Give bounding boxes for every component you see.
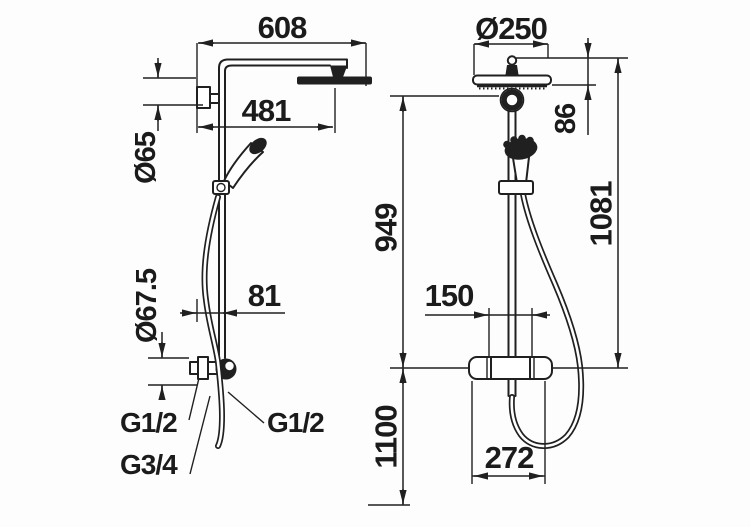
pipe-inner-line bbox=[224, 64, 331, 359]
dim-272: 272 bbox=[471, 381, 546, 484]
label-g34: G3/4 bbox=[120, 449, 178, 480]
dim-481-label: 481 bbox=[242, 93, 291, 128]
dim-81-label: 81 bbox=[248, 278, 281, 313]
shower-hose-side bbox=[201, 194, 226, 449]
valve-knob-highlight bbox=[225, 361, 234, 371]
dim-272-label: 272 bbox=[485, 440, 534, 475]
head-disc bbox=[472, 74, 552, 86]
wall-bracket bbox=[196, 86, 220, 109]
dim-949-label: 949 bbox=[369, 203, 404, 252]
leader-g12-left bbox=[188, 377, 200, 421]
dim-150: 150 bbox=[425, 278, 550, 356]
stem-ball bbox=[506, 55, 518, 66]
dim-481: 481 bbox=[198, 88, 336, 133]
dim-608-label: 608 bbox=[258, 10, 307, 45]
mixer-body bbox=[468, 356, 553, 380]
dim-1100: 1100 bbox=[368, 367, 628, 506]
dim-250: Ø250 bbox=[473, 11, 549, 75]
rail-slider-side bbox=[212, 180, 230, 195]
hand-shower-handle bbox=[512, 156, 530, 184]
dim-86-label: 86 bbox=[550, 103, 582, 134]
dim-86: 86 bbox=[516, 38, 628, 135]
thermostatic-mixer bbox=[468, 356, 553, 380]
dim-67-5-label: Ø67.5 bbox=[131, 268, 163, 343]
overhead-shower-side bbox=[297, 76, 372, 85]
dim-150-label: 150 bbox=[425, 278, 474, 313]
pivot-ring-outer bbox=[499, 87, 525, 113]
rail-slider-front bbox=[498, 180, 534, 195]
dim-65-label: Ø65 bbox=[130, 131, 162, 184]
hand-shower-cap bbox=[249, 137, 267, 155]
hand-shower-side bbox=[223, 137, 267, 189]
hose-inner bbox=[203, 195, 224, 448]
dim-1081: 1081 bbox=[584, 58, 622, 368]
hand-shower-body bbox=[223, 142, 264, 189]
pivot-ring bbox=[501, 89, 523, 111]
label-g12-left: G1/2 bbox=[120, 407, 177, 438]
left-view: 608 481 Ø65 Ø67.5 bbox=[120, 10, 372, 480]
label-g12-right: G1/2 bbox=[267, 407, 324, 438]
dim-1100-label: 1100 bbox=[369, 405, 404, 468]
slider-knob bbox=[216, 182, 226, 193]
dim-81: 81 bbox=[180, 278, 285, 322]
riser-pipe-and-arm bbox=[218, 58, 348, 359]
pipe-outer-line bbox=[218, 58, 348, 359]
head-connector bbox=[330, 65, 347, 77]
overhead-shower-front bbox=[472, 55, 552, 113]
bracket-arm bbox=[209, 93, 220, 104]
right-view: Ø250 86 1081 949 bbox=[368, 11, 628, 506]
dim-1081-label: 1081 bbox=[584, 181, 619, 247]
connection-labels: G1/2 G3/4 G1/2 bbox=[120, 377, 325, 480]
mixer-valve-side bbox=[189, 356, 237, 380]
dim-949: 949 bbox=[369, 95, 499, 368]
dim-608: 608 bbox=[196, 10, 367, 133]
dim-67-5: Ø67.5 bbox=[131, 268, 197, 400]
hose-outer-front bbox=[508, 191, 585, 449]
leader-g12-right bbox=[227, 391, 265, 424]
hand-shower-front bbox=[498, 134, 538, 195]
hose-inner-front bbox=[510, 192, 583, 448]
dim-250-label: Ø250 bbox=[475, 11, 547, 46]
leader-g34 bbox=[189, 395, 211, 475]
valve-wall-fitting bbox=[189, 361, 199, 375]
dim-65: Ø65 bbox=[130, 58, 203, 184]
shower-hose-front bbox=[508, 191, 585, 449]
valve-flange bbox=[197, 356, 209, 380]
